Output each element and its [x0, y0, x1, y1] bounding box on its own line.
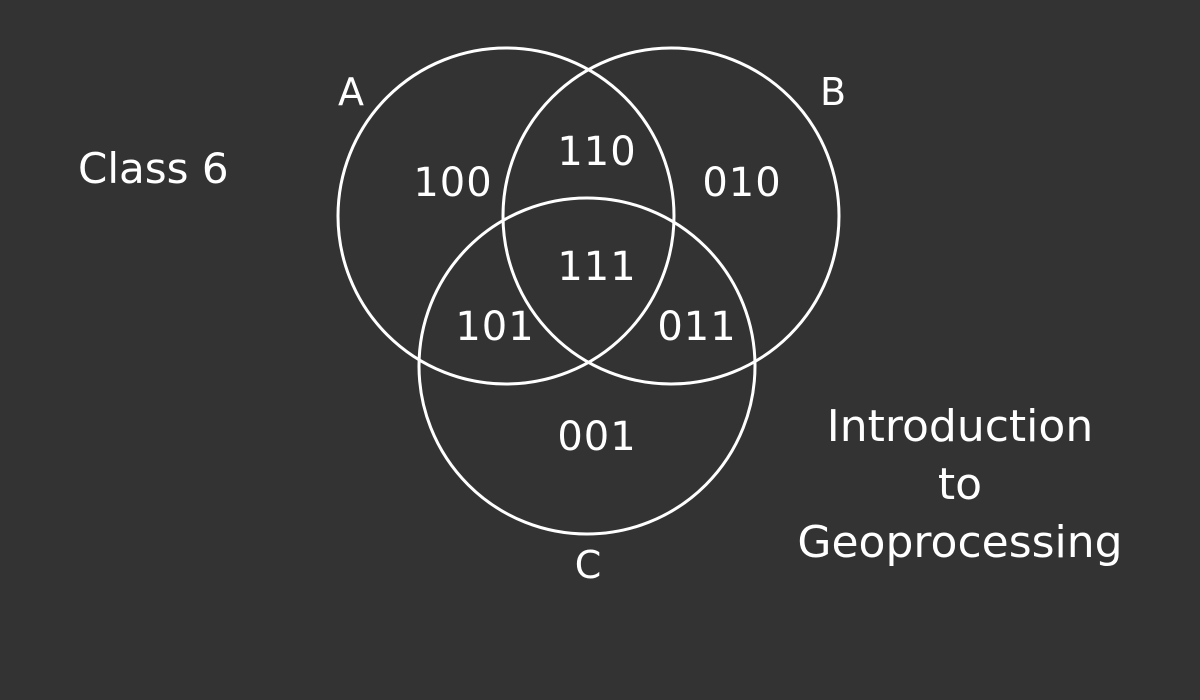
title-line: Geoprocessing: [797, 517, 1123, 568]
class-label: Class 6: [78, 144, 229, 193]
region-b-and-c: 011: [657, 304, 736, 350]
set-label-c: C: [575, 543, 602, 587]
region-b-only: 010: [702, 160, 781, 206]
circle-set-a: [336, 46, 676, 386]
set-label-a: A: [338, 70, 364, 114]
region-a-b-c: 111: [557, 244, 636, 290]
region-a-and-c: 101: [455, 304, 534, 350]
title-line: Introduction: [826, 401, 1094, 452]
region-c-only: 001: [557, 414, 636, 460]
region-a-and-b: 110: [557, 129, 636, 175]
set-label-b: B: [820, 70, 846, 114]
title-line: to: [937, 459, 983, 510]
circle-set-b: [501, 46, 841, 386]
circle-set-c: [417, 196, 757, 536]
slide-title: Introduction to Geoprocessing: [790, 398, 1130, 572]
region-a-only: 100: [413, 160, 492, 206]
